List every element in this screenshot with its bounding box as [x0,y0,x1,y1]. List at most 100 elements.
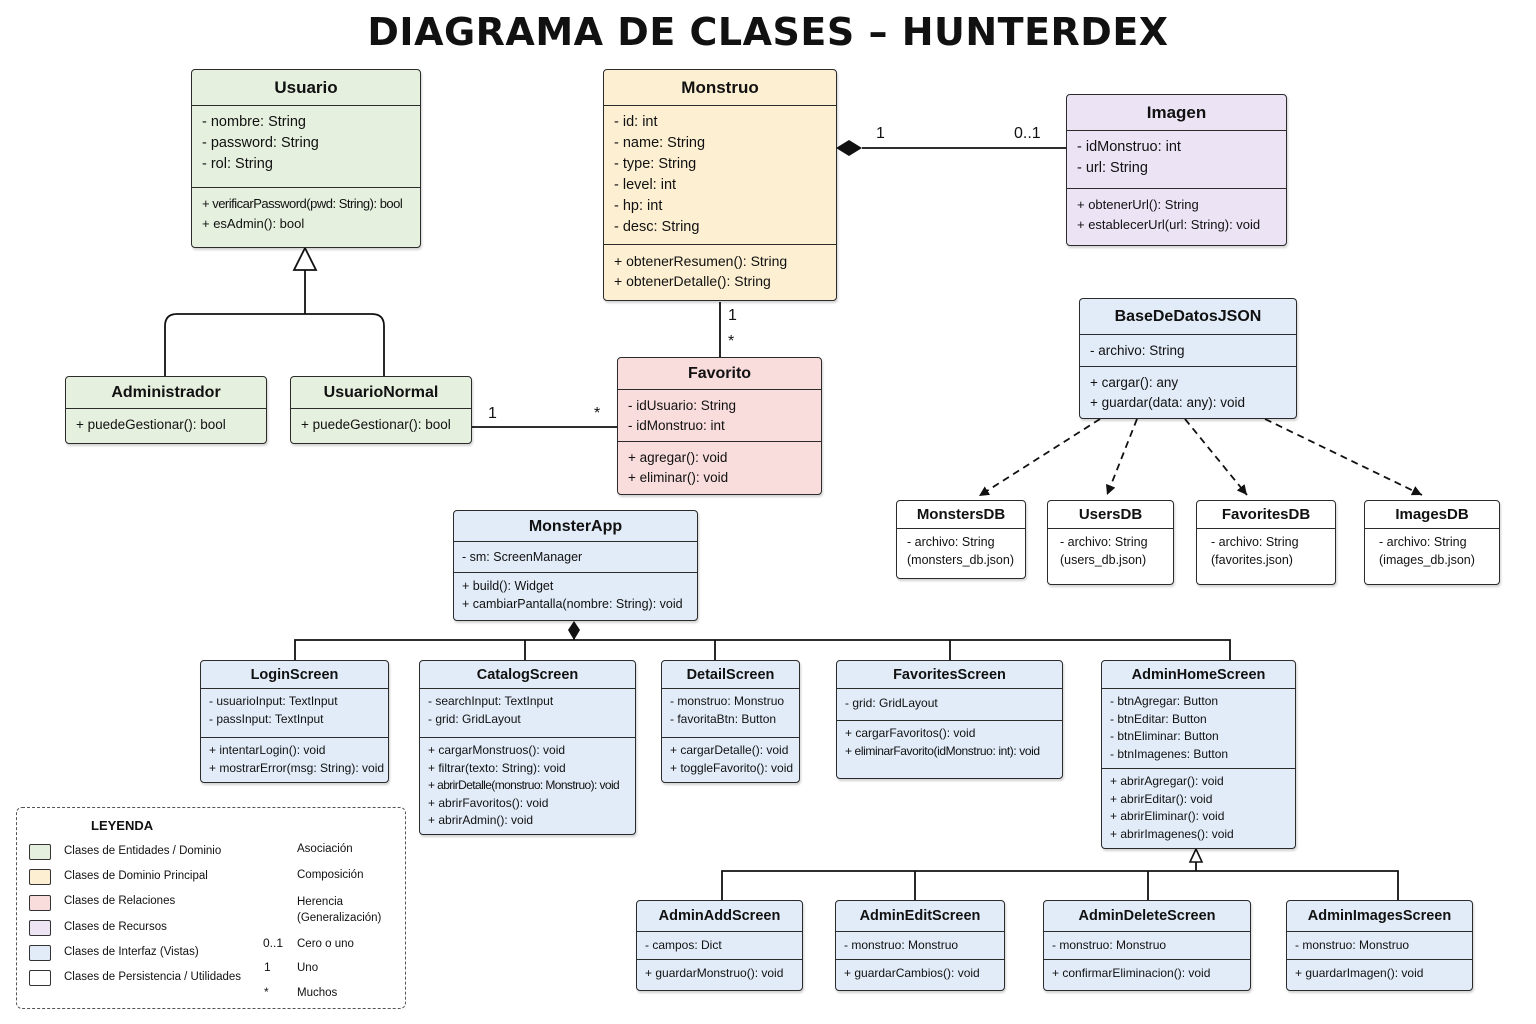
class-usuario: Usuario - nombre: String - password: Str… [191,69,421,248]
class-name: Monstruo [604,70,836,106]
attribute: - archivo: String [1211,535,1299,549]
methods: + confirmarEliminacion(): void [1044,960,1250,987]
class-name: MonstersDB [897,501,1025,529]
methods: + cargarFavoritos(): void + eliminarFavo… [837,721,1062,764]
method: + obtenerDetalle(): String [614,273,771,289]
method: + abrirDetalle(monstruo: Monstruo): void [428,778,620,792]
method: + cargar(): any [1090,375,1179,390]
method: + abrirEliminar(): void [1110,809,1225,823]
legend-color-label: Clases de Dominio Principal [64,870,208,882]
methods: + puedeGestionar(): bool [66,409,266,441]
attributes: - idUsuario: String - idMonstruo: int [618,390,821,442]
attribute: - searchInput: TextInput [428,694,554,708]
dep-usersdb [1106,418,1138,496]
class-name: FavoritesDB [1197,501,1335,529]
multiplicity-label: 0..1 [1014,125,1041,142]
attribute: (monsters_db.json) [907,553,1014,567]
attributes: - idMonstruo: int - url: String [1067,131,1286,189]
legend-color-label: Clases de Persistencia / Utilidades [64,971,242,983]
class-name: ImagesDB [1365,501,1499,529]
class-usuario-normal: UsuarioNormal + puedeGestionar(): bool [290,376,472,444]
method: + confirmarEliminacion(): void [1052,966,1211,980]
multiplicity-label: 1 [876,125,885,142]
attribute: - btnAgregar: Button [1110,694,1219,708]
attributes: - monstruo: Monstruo [836,932,1004,960]
method: + build(): Widget [462,579,554,593]
multiplicity-label: * [728,333,735,350]
class-base-de-datos-json: BaseDeDatosJSON - archivo: String + carg… [1079,298,1297,419]
legend-composition-label: Composición [297,869,364,881]
attribute: (favorites.json) [1211,553,1293,567]
attribute: - level: int [614,177,677,193]
class-admin-images-screen: AdminImagesScreen - monstruo: Monstruo +… [1286,900,1473,991]
class-favorites-screen: FavoritesScreen - grid: GridLayout + car… [836,660,1063,779]
attributes: - monstruo: Monstruo - favoritaBtn: Butt… [662,689,799,738]
class-users-db: UsersDB - archivo: String (users_db.json… [1047,500,1174,585]
legend-color-label: Clases de Interfaz (Vistas) [64,946,199,958]
method: + puedeGestionar(): bool [76,417,226,432]
attribute: - monstruo: Monstruo [1052,938,1167,952]
method: + establecerUrl(url: String): void [1077,217,1261,232]
composition-diamond-monsterapp [568,621,580,640]
attribute: - type: String [614,156,697,172]
class-name: Usuario [192,70,420,106]
class-detail-screen: DetailScreen - monstruo: Monstruo - favo… [661,660,800,783]
attribute: - btnEditar: Button [1110,711,1207,726]
methods: + guardarMonstruo(): void [637,960,802,987]
method: + cargarMonstruos(): void [428,743,566,757]
multiplicity-label: 1 [488,405,497,422]
multiplicity-label: * [594,405,601,422]
legend-many-label: Muchos [297,987,338,999]
class-name: DetailScreen [662,661,799,689]
attribute: - id: int [614,114,658,130]
attributes: - archivo: String [1080,335,1296,367]
legend-zero-one-symbol: 0..1 [263,936,284,950]
monsterapp-composition-lines [294,630,1231,660]
legend-many-symbol: * [264,985,269,999]
attributes: - archivo: String (images_db.json) [1365,529,1499,573]
methods: + guardarCambios(): void [836,960,1004,987]
attribute: - favoritaBtn: Button [670,711,777,726]
method: + guardarMonstruo(): void [645,966,784,980]
attributes: - archivo: String (favorites.json) [1197,529,1335,573]
class-admin-delete-screen: AdminDeleteScreen - monstruo: Monstruo +… [1043,900,1251,991]
class-favorito: Favorito - idUsuario: String - idMonstru… [617,357,822,495]
legend-color-label: Clases de Recursos [64,921,167,933]
method: + guardar(data: any): void [1090,395,1245,410]
methods: + build(): Widget + cambiarPantalla(nomb… [454,573,697,617]
methods: + obtenerUrl(): String + establecerUrl(u… [1067,189,1286,241]
method: + filtrar(texto: String): void [428,760,566,775]
attribute: - nombre: String [202,114,306,130]
method: + intentarLogin(): void [209,743,326,757]
legend-color-label: Clases de Relaciones [64,895,176,907]
attributes: - sm: ScreenManager [454,542,697,573]
methods: + abrirAgregar(): void + abrirEditar(): … [1102,769,1295,847]
method: + cambiarPantalla(nombre: String): void [462,597,683,611]
attribute: - archivo: String [1090,343,1185,358]
method: + abrirAdmin(): void [428,813,534,827]
methods: + verificarPassword(pwd: String): bool +… [192,188,420,240]
legend-swatch-dominio [29,869,51,885]
inheritance-triangle-usuario [292,245,318,271]
legend-title: LEYENDA [91,818,154,833]
methods: + cargar(): any + guardar(data: any): vo… [1080,367,1296,418]
methods: + guardarImagen(): void [1287,960,1472,987]
class-name: AdminAddScreen [637,901,802,932]
attributes: - grid: GridLayout [837,689,1062,721]
attribute: - btnImagenes: Button [1110,746,1229,761]
class-name: AdminImagesScreen [1287,901,1472,932]
method: + abrirImagenes(): void [1110,826,1234,841]
methods: + cargarDetalle(): void + toggleFavorito… [662,738,799,781]
attribute: (images_db.json) [1379,553,1475,567]
method: + mostrarError(msg: String): void [209,760,385,775]
method: + obtenerResumen(): String [614,253,788,269]
method: + guardarCambios(): void [844,966,980,980]
attributes: - id: int - name: String - type: String … [604,106,836,245]
legend-swatch-recursos [29,920,51,936]
class-monsters-db: MonstersDB - archivo: String (monsters_d… [896,500,1026,579]
class-name: CatalogScreen [420,661,635,689]
legend-association-label: Asociación [297,843,353,855]
attribute: - rol: String [202,156,273,172]
class-admin-add-screen: AdminAddScreen - campos: Dict + guardarM… [636,900,803,991]
method: + abrirAgregar(): void [1110,774,1224,788]
